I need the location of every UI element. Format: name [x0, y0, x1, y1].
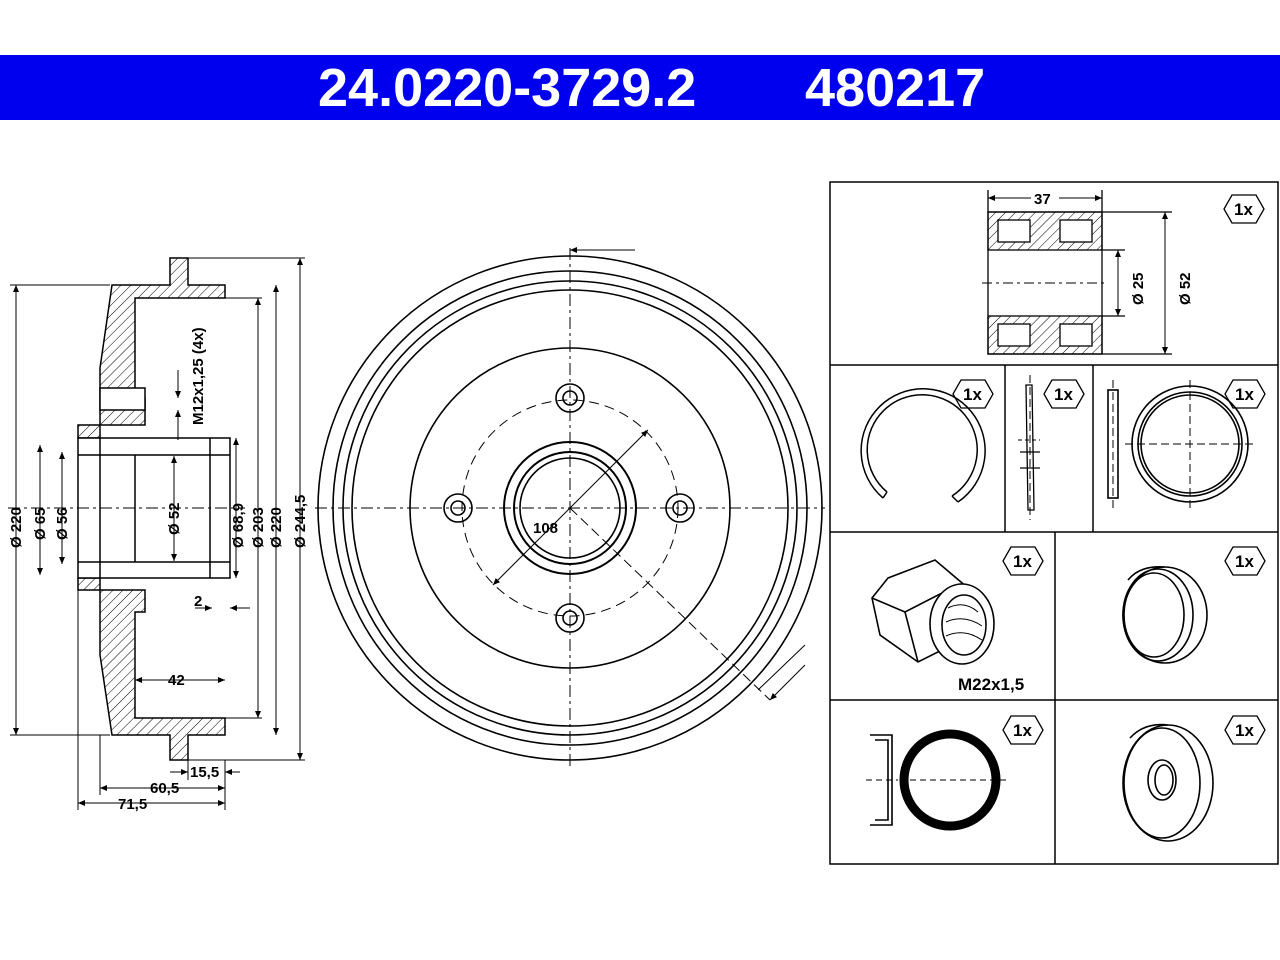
dim-2: 2 [194, 593, 202, 610]
front-view [315, 247, 825, 770]
dim-diameter-52: Ø 52 [166, 502, 183, 535]
qty-circlip: 1x [963, 385, 982, 404]
dim-diameter-56: Ø 56 [54, 507, 71, 540]
stud-bore [99, 387, 146, 411]
oring-drawing [866, 729, 1010, 831]
grease-cap-drawing [1122, 565, 1208, 664]
dim-diameter-203: Ø 203 [250, 507, 267, 548]
thread-label: M12x1,25 (4x) [190, 327, 207, 425]
bearing-width: 37 [1034, 191, 1051, 208]
dim-60-5: 60,5 [150, 780, 179, 797]
dim-diameter-68-9: Ø 68,9 [230, 503, 247, 548]
dim-42: 42 [168, 672, 185, 689]
qty-oring: 1x [1013, 721, 1032, 740]
section-dimension-lines [10, 257, 305, 810]
header-banner: 24.0220-3729.2 480217 [0, 55, 1280, 120]
seal-ring-drawing [1107, 380, 1255, 508]
hub-cap-drawing [1122, 723, 1214, 842]
section-view [8, 257, 245, 761]
quantity-badges [952, 194, 1266, 745]
part-number: 24.0220-3729.2 [318, 58, 697, 118]
pcd-label: 108 [533, 520, 558, 537]
qty-bearing: 1x [1234, 200, 1253, 219]
dim-diameter-220: Ø 220 [268, 507, 285, 548]
qty-washer: 1x [1054, 385, 1073, 404]
bearing-drawing [982, 190, 1172, 355]
axle-nut-drawing [871, 559, 995, 665]
dim-diameter-65: Ø 65 [32, 507, 49, 540]
nut-thread-label: M22x1,5 [958, 675, 1024, 694]
dim-diameter-244-5: Ø 244,5 [292, 495, 309, 548]
qty-hub-cap: 1x [1235, 721, 1254, 740]
qty-nut: 1x [1013, 552, 1032, 571]
qty-seal-ring: 1x [1235, 385, 1254, 404]
dim-71-5: 71,5 [118, 796, 147, 813]
washer-drawing [1018, 375, 1040, 520]
bearing-bore: Ø 25 [1130, 272, 1147, 305]
qty-grease-cap: 1x [1235, 552, 1254, 571]
section-lower-half [77, 577, 226, 761]
dim-15-5: 15,5 [190, 764, 219, 781]
bearing-outer-diameter: Ø 52 [1177, 272, 1194, 305]
dim-diameter-220-outer: Ø 220 [8, 507, 25, 548]
circlip-drawing [860, 388, 986, 503]
reference-number: 480217 [805, 58, 986, 118]
kit-panel [829, 181, 1279, 865]
